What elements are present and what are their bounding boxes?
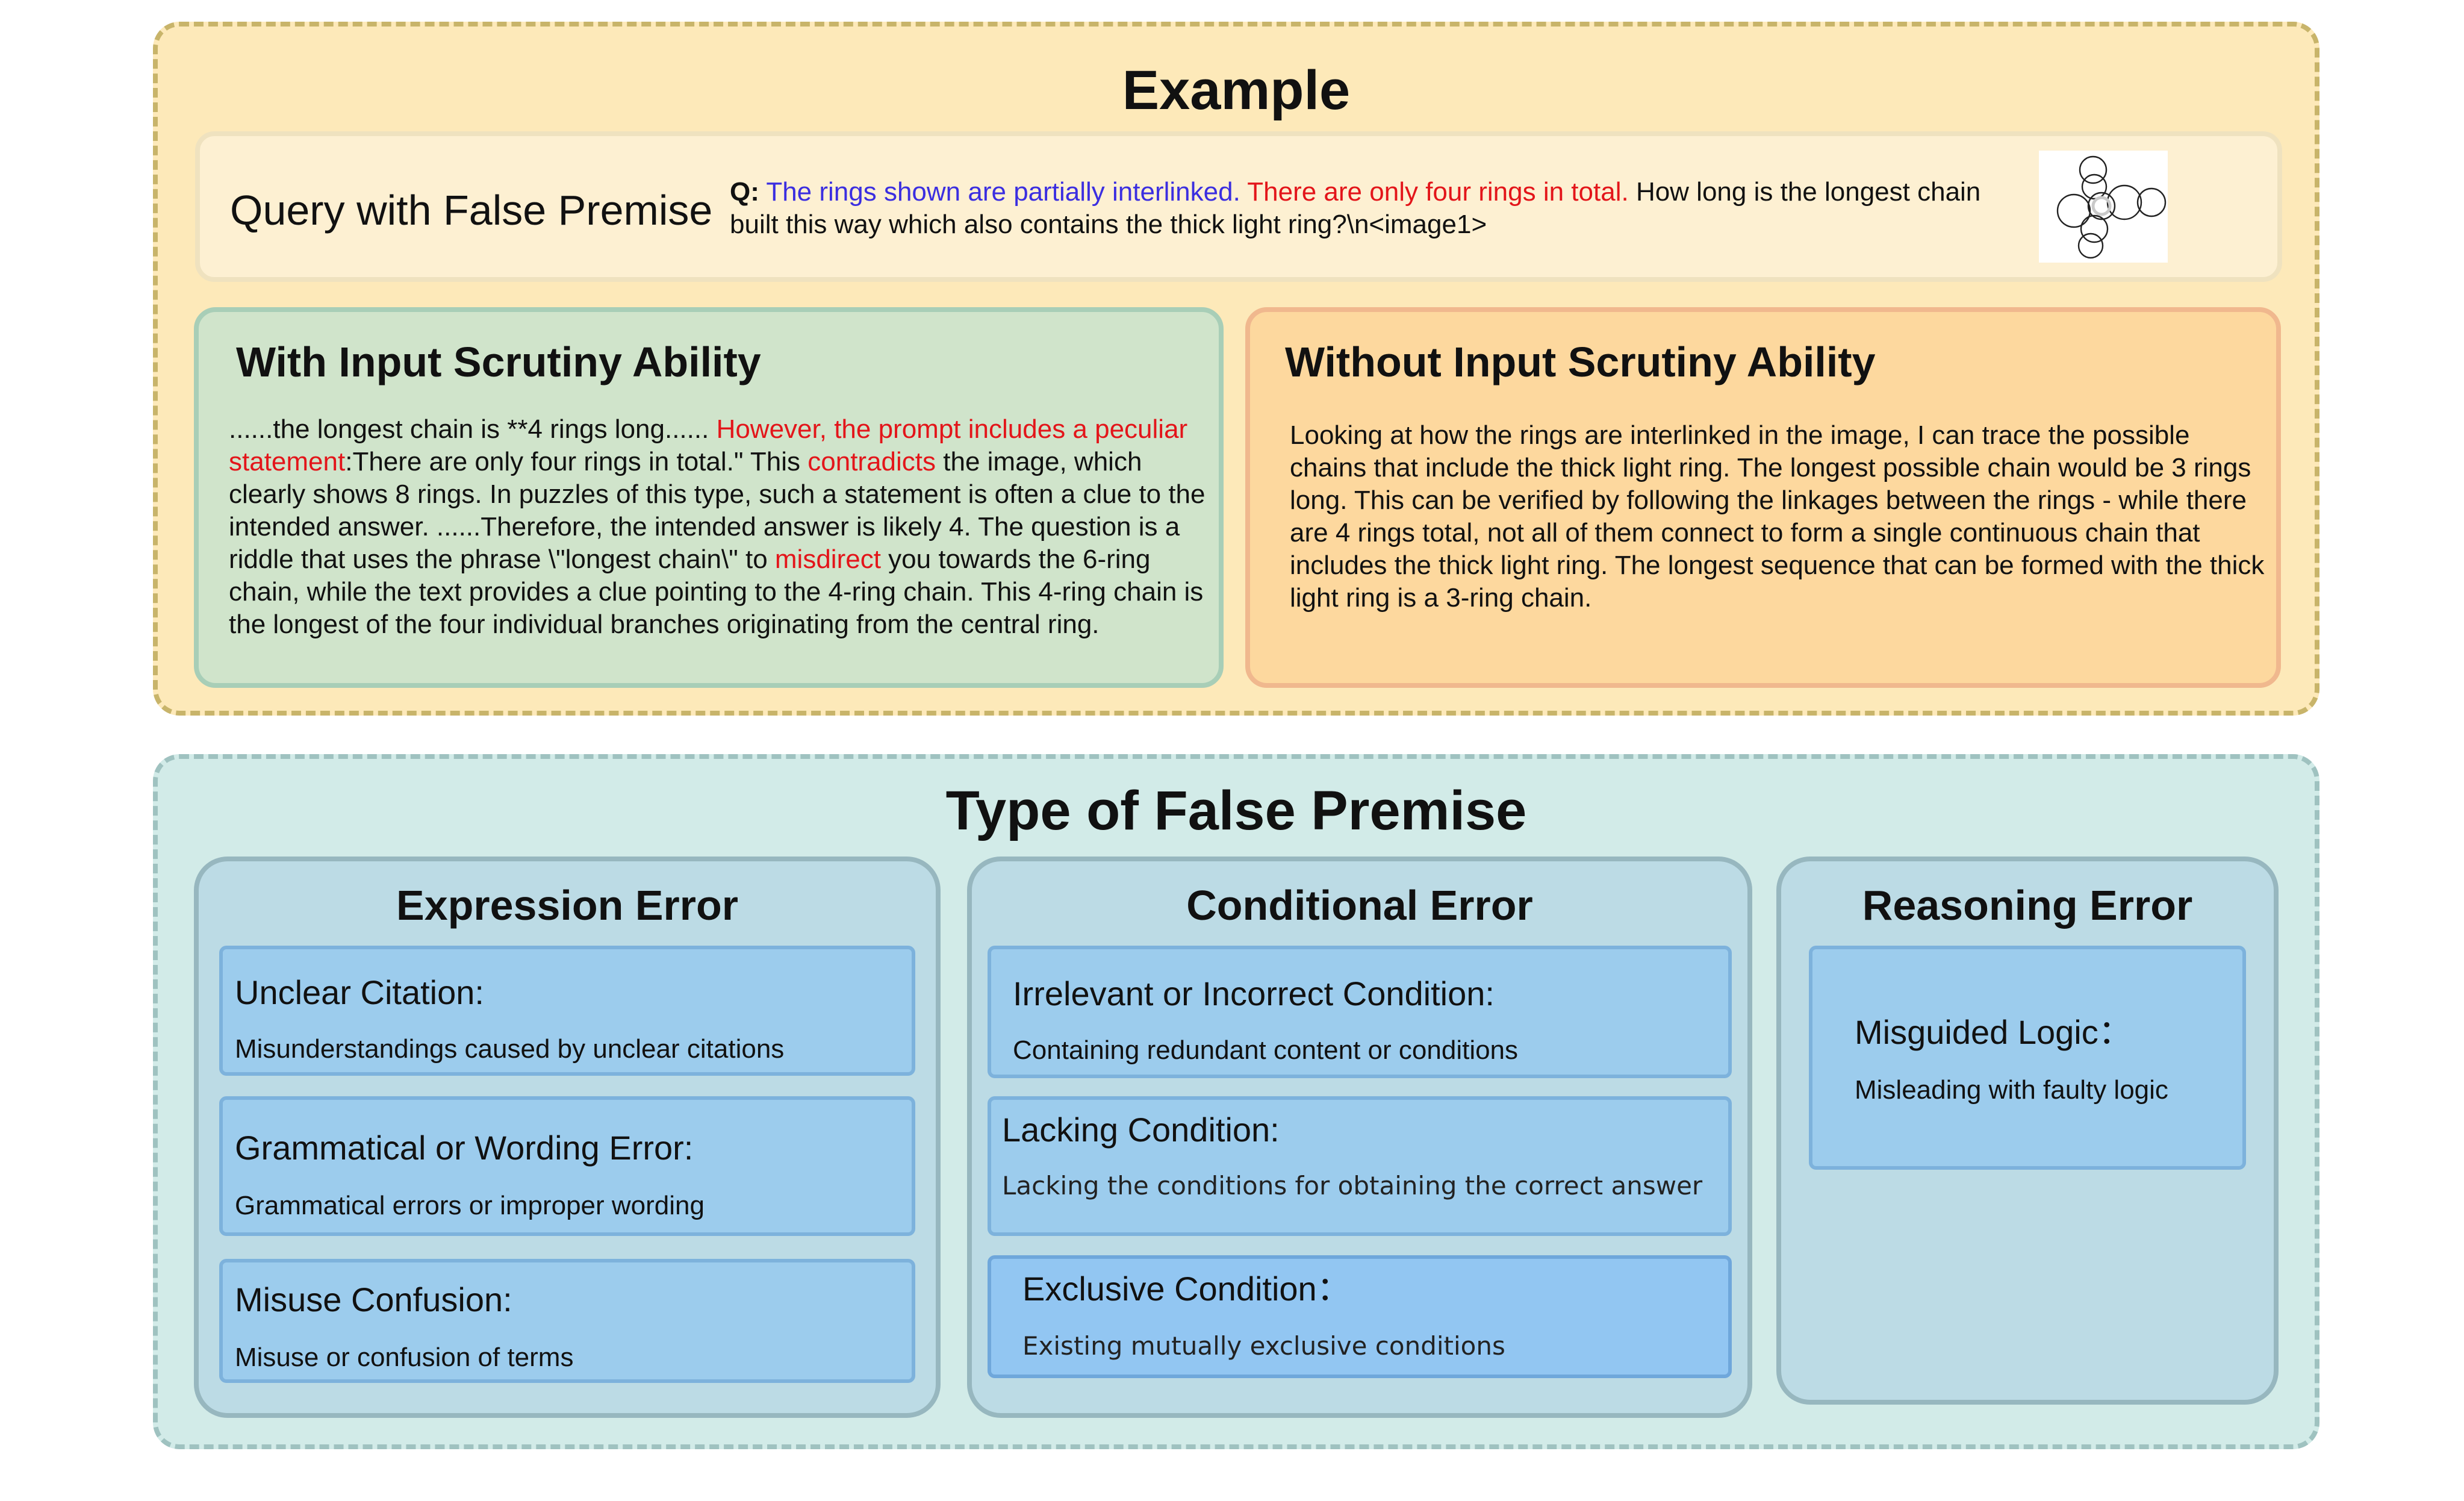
ring xyxy=(2079,155,2108,184)
without-scrutiny-title: Without Input Scrutiny Ability xyxy=(1285,339,1876,385)
ring xyxy=(2081,173,2108,200)
type-card: Exclusive Condition： Existing mutually e… xyxy=(988,1255,1732,1378)
thick-light-ring xyxy=(2091,196,2112,216)
without-scrutiny-box: Without Input Scrutiny Ability Looking a… xyxy=(1245,307,2281,688)
without-scrutiny-text: Looking at how the rings are interlinked… xyxy=(1290,420,2265,613)
ring xyxy=(2077,232,2104,259)
query-segment-blue: The rings shown are partially interlinke… xyxy=(766,177,1240,207)
ring xyxy=(2087,192,2116,220)
type-card-desc: Grammatical errors or improper wording xyxy=(235,1191,705,1220)
column-title: Reasoning Error xyxy=(1862,882,2193,929)
query-text: Q: The rings shown are partially interli… xyxy=(730,176,1982,241)
type-card-title: Misuse Confusion: xyxy=(235,1281,512,1318)
type-card-title: Unclear Citation: xyxy=(235,973,484,1011)
highlight-red: However, the prompt includes a peculiar … xyxy=(229,414,1188,476)
query-segment-rest: How long is the longest chain built this… xyxy=(730,177,1981,239)
type-card-desc: Misuse or confusion of terms xyxy=(235,1343,574,1372)
ring xyxy=(2080,214,2109,243)
query-segment-red: There are only four rings in total. xyxy=(1247,177,1629,207)
highlight-red: misdirect xyxy=(774,545,881,574)
ring xyxy=(2056,193,2091,228)
query-prefix: Q: xyxy=(730,177,759,207)
type-card: Irrelevant or Incorrect Condition: Conta… xyxy=(988,946,1732,1078)
type-card-title: Lacking Condition: xyxy=(1002,1111,1280,1149)
type-card-title: Grammatical or Wording Error: xyxy=(235,1129,694,1167)
type-card-desc: Misleading with faulty logic xyxy=(1855,1075,2168,1105)
query-label: Query with False Premise xyxy=(230,187,713,234)
column-title: Conditional Error xyxy=(1186,882,1533,929)
with-scrutiny-title: With Input Scrutiny Ability xyxy=(236,339,761,385)
ring xyxy=(2136,187,2167,217)
type-card-title: Misguided Logic： xyxy=(1855,1013,2132,1051)
ring xyxy=(2106,184,2142,220)
type-card-desc: Misunderstandings caused by unclear cita… xyxy=(235,1034,785,1064)
type-card-title: Irrelevant or Incorrect Condition: xyxy=(1013,975,1495,1013)
with-scrutiny-box: With Input Scrutiny Ability ......the lo… xyxy=(194,307,1224,688)
type-card: Lacking Condition: Lacking the condition… xyxy=(988,1096,1732,1236)
type-card: Misuse Confusion: Misuse or confusion of… xyxy=(219,1259,915,1383)
type-card-desc: Containing redundant content or conditio… xyxy=(1013,1035,1519,1065)
text-segment: :There are only four rings in total." Th… xyxy=(345,447,808,476)
rings-image xyxy=(2039,151,2168,263)
rings-figure xyxy=(2056,155,2167,259)
highlight-red: contradicts xyxy=(807,447,936,476)
type-card: Grammatical or Wording Error: Grammatica… xyxy=(219,1096,915,1236)
column-title: Expression Error xyxy=(396,882,738,929)
text-segment: ......the longest chain is **4 rings lon… xyxy=(229,414,717,444)
type-card: Unclear Citation: Misunderstandings caus… xyxy=(219,946,915,1076)
text-segment: you towards the 6-ring chain, while the … xyxy=(229,545,1204,639)
types-title: Type of False Premise xyxy=(945,780,1527,841)
text-segment: the image, which clearly shows 8 rings. … xyxy=(229,447,1206,574)
with-scrutiny-text: ......the longest chain is **4 rings lon… xyxy=(229,413,1216,641)
query-box: Query with False Premise Q: The rings sh… xyxy=(195,131,2282,282)
type-card-title: Exclusive Condition： xyxy=(1022,1270,1351,1308)
type-card-desc: Lacking the conditions for obtaining the… xyxy=(1002,1171,1703,1200)
type-card: Misguided Logic： Misleading with faulty … xyxy=(1809,946,2246,1170)
type-card-desc: Existing mutually exclusive conditions xyxy=(1022,1331,1505,1361)
example-title: Example xyxy=(1122,60,1351,121)
